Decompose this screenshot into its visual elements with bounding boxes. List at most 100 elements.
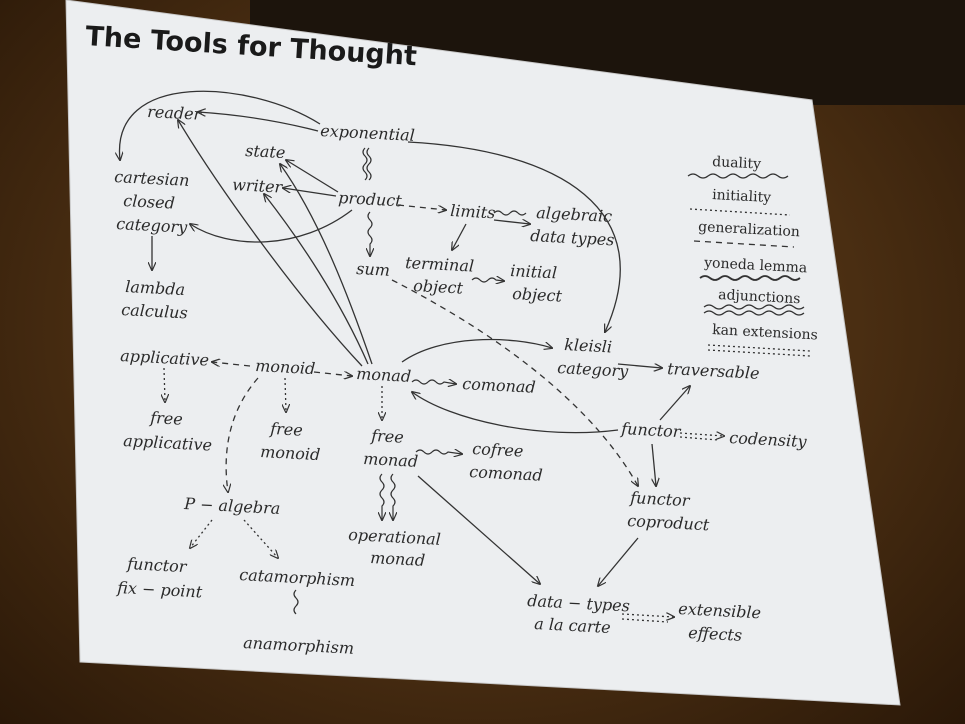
edge-functor-codensity [679,433,724,436]
node-functor-coproduct-line1: functor [629,488,691,510]
edge-palgebra-fixpoint [190,519,213,548]
legend-initiality-line [689,208,791,216]
edge-monad-kleisli [401,338,552,363]
edge-alacarte-extensible [621,614,674,617]
node-reader: reader [147,102,203,124]
slide-screen [65,0,901,706]
edge-monad-writer [264,194,369,365]
node-kleisli-line2: category [557,358,630,381]
edge-exponential-kleisli [407,141,621,332]
edge-exponential-product-wavy [362,147,368,181]
edge-functor-monad [412,392,619,434]
edge-cata-ana [293,589,299,615]
legend-generalization: generalization [698,219,801,240]
edge-terminal-initial [471,278,504,282]
edge-palgebra-catamorphism [243,519,278,558]
node-free-monoid-line1: free [269,419,303,440]
node-monad: monad [356,364,412,386]
edge-product-limits [397,204,446,210]
edge-functor-traversable [659,386,690,421]
edge-monoid-free [285,377,286,412]
legend-adjunctions: adjunctions [718,287,801,307]
legend-kan-line-2 [707,349,811,357]
node-exponential: exponential [320,121,416,145]
edge-functor-codensity-2 [679,436,719,441]
node-free-monad-line1: free [370,426,404,447]
edge-exponential-cartesian [119,90,321,160]
node-extensible-line2: effects [688,623,743,645]
diagram-nodes: reader exponential state writer product … [114,102,808,658]
legend-yoneda: yoneda lemma [703,255,808,276]
legend-initiality: initiality [712,187,772,206]
node-state: state [245,141,286,162]
node-sum: sum [356,259,391,280]
node-limits: limits [450,201,496,222]
legend-kan-line-1 [707,344,811,352]
legend-generalization-line [693,240,795,248]
diagram-edges [119,90,724,623]
node-fixpoint-line2: fix − point [116,578,203,602]
node-monoid: monoid [255,356,316,378]
edge-freemonad-operational-2 [391,473,395,520]
node-free-monad-line2: monad [363,449,419,471]
legend-adjunctions-line-1 [703,304,805,310]
legend-duality: duality [712,154,762,173]
legend: duality initiality generalization yoneda… [687,154,818,357]
node-fixpoint-line1: functor [126,554,188,576]
node-functor-coproduct-line2: coproduct [627,511,711,534]
edge-exponential-reader [198,112,319,132]
edge-product-writer [283,188,337,197]
node-cartesian-line3: category [116,214,189,237]
edge-product-state [286,160,339,193]
node-comonad: comonad [462,374,536,397]
edge-freemonad-alacarte [417,475,540,584]
node-extensible-line1: extensible [678,599,762,622]
edge-sum-coproduct [391,279,638,486]
edge-limits-algebraic-arrow [493,220,530,224]
node-functor: functor [620,419,682,441]
edge-product-sum [368,211,372,256]
legend-duality-line [687,173,789,179]
edge-freemonad-operational [380,473,384,520]
node-free-applicative-line1: free [149,408,183,429]
edge-exponential-product-wavy-2 [366,147,372,181]
legend-adjunctions-line-2 [703,310,805,316]
node-operational-line2: monad [370,548,426,570]
edge-monoid-palgebra [226,377,259,492]
node-writer: writer [232,175,284,197]
edge-coproduct-alacarte [598,537,639,586]
node-lambda-line2: calculus [121,300,188,322]
edge-applicative-free [164,367,165,402]
node-operational-line1: operational [348,525,442,549]
node-cofree-line1: cofree [472,439,524,461]
node-applicative: applicative [120,346,210,370]
edge-limits-algebraic [493,210,527,216]
node-algebraic-line1: algebraic [536,203,613,226]
node-lambda-line1: lambda [125,277,186,299]
node-terminal-line2: object [413,276,464,298]
edge-kleisli-traversable [617,364,662,368]
node-algebraic-line2: data types [530,226,615,249]
legend-kan: kan extensions [712,322,818,344]
edge-monad-state [280,164,373,365]
node-initial-line2: object [512,284,563,306]
legend-yoneda-line [699,275,801,281]
node-traversable: traversable [667,359,760,383]
edge-limits-terminal [452,223,467,250]
node-kleisli-line1: kleisli [564,335,613,356]
node-codensity: codensity [729,428,808,451]
node-cofree-line2: comonad [469,462,543,485]
edge-monad-comonad [411,380,456,384]
edge-functor-coproduct [652,443,656,486]
node-product: product [338,188,403,210]
node-alacarte-line2: a la carte [534,614,611,637]
node-free-monoid-line2: monoid [260,442,321,464]
node-free-applicative-line2: applicative [123,431,213,455]
node-cartesian-line2: closed [123,191,176,213]
node-terminal-line1: terminal [405,253,475,276]
edge-monad-reader [178,120,363,367]
node-cartesian-line1: cartesian [114,167,190,190]
edge-freemonad-cofree [415,450,462,454]
edge-product-cartesian [190,209,353,243]
